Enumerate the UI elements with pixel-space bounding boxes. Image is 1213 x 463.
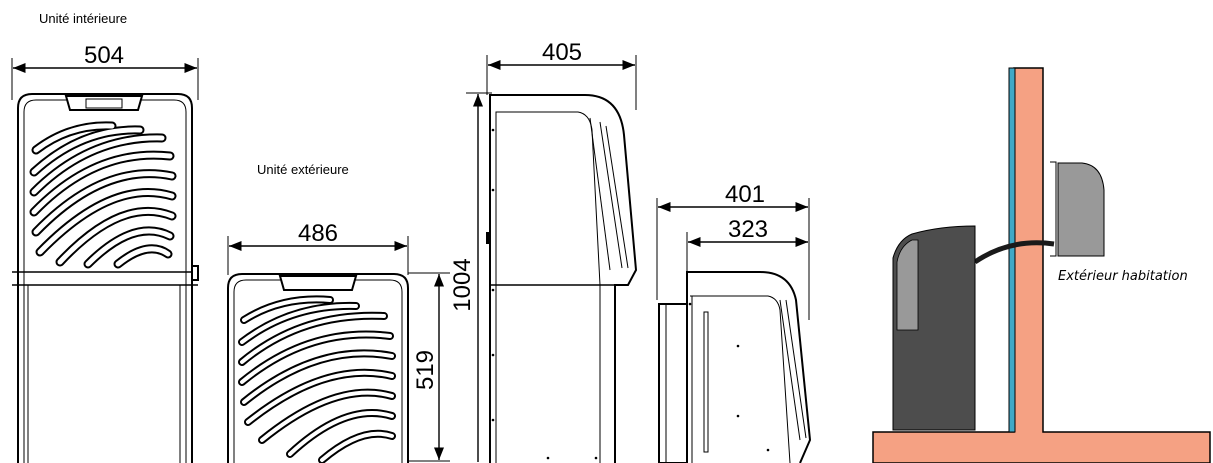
outside-home-label: Extérieur habitation [1058, 269, 1188, 284]
outdoor-unit-title: Unité extérieure [257, 162, 349, 177]
outdoor-depth-total-value: 401 [725, 181, 765, 208]
wall-section [872, 67, 1211, 463]
outdoor-depth-body-dimension: 323 [686, 216, 808, 272]
outdoor-depth-body-value: 323 [728, 216, 768, 243]
outdoor-unit-front [227, 273, 409, 463]
outdoor-height-dimension: 519 [408, 272, 450, 462]
outdoor-height-value: 519 [412, 350, 439, 390]
outdoor-width-value: 486 [298, 220, 338, 247]
outdoor-width-dimension: 486 [227, 220, 409, 275]
outdoor-depth-total-dimension: 401 [656, 181, 810, 320]
mounted-outdoor-unit [1057, 162, 1105, 257]
indoor-unit-title: Unité intérieure [39, 11, 127, 26]
indoor-height-value: 1004 [449, 258, 476, 311]
indoor-height-dimension: 1004 [449, 92, 492, 462]
indoor-width-dimension: 504 [11, 42, 199, 100]
indoor-width-value: 504 [84, 42, 124, 69]
indoor-unit-front [12, 93, 199, 463]
indoor-unit-side [486, 94, 638, 463]
insulation-layer [1008, 67, 1016, 433]
indoor-depth-value: 405 [542, 39, 582, 66]
outdoor-unit-side [658, 271, 812, 463]
refrigerant-pipe [973, 240, 1055, 265]
indoor-depth-dimension: 405 [486, 39, 637, 110]
installation-diagram: Extérieur habitation [872, 67, 1211, 463]
